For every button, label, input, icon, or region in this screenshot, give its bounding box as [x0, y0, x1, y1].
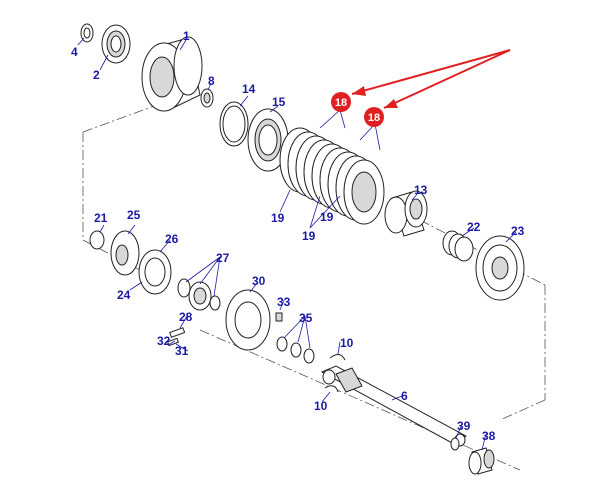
callout-6: 6 — [401, 389, 408, 403]
callout-4: 4 — [71, 45, 78, 59]
callout-25: 25 — [127, 208, 141, 222]
part-4-shape — [80, 23, 94, 43]
callout-24: 24 — [117, 288, 131, 302]
callout-19-a: 19 — [271, 211, 285, 225]
callout-30: 30 — [252, 274, 266, 288]
callout-8: 8 — [208, 74, 215, 88]
callout-32: 32 — [157, 334, 171, 348]
callout-21: 21 — [94, 211, 108, 225]
callout-labels: 1 2 4 8 14 15 13 19 19 19 21 25 26 24 27… — [71, 29, 525, 443]
highlight-badge-18-left: 18 — [331, 92, 351, 112]
part-30-shape — [225, 289, 271, 351]
callout-10-bottom: 10 — [314, 399, 328, 413]
callout-23: 23 — [511, 224, 525, 238]
callout-15: 15 — [272, 95, 286, 109]
part-22-shape — [442, 230, 474, 262]
callout-27: 27 — [216, 251, 230, 265]
callout-26: 26 — [165, 232, 179, 246]
part-24-shape — [138, 249, 172, 295]
part-1-shape — [141, 36, 203, 112]
part-35-shape — [276, 336, 315, 364]
part-14-shape — [219, 101, 249, 147]
highlight-badge-18-right: 18 — [364, 107, 384, 127]
part-21-shape — [89, 230, 105, 250]
callout-19-b: 19 — [302, 229, 316, 243]
highlight-badge-label: 18 — [335, 97, 347, 109]
callout-28: 28 — [179, 310, 193, 324]
highlight-arrows — [351, 49, 511, 109]
part-25-shape — [110, 230, 140, 276]
callout-14: 14 — [242, 82, 256, 96]
part-33-shape — [275, 312, 283, 322]
callout-10-top: 10 — [340, 336, 354, 350]
part-23-shape — [475, 235, 525, 301]
part-10-shape — [324, 354, 346, 393]
callout-2: 2 — [93, 68, 100, 82]
callout-19-c: 19 — [320, 210, 334, 224]
part-2-shape — [101, 24, 131, 64]
part-27-shape — [177, 278, 221, 311]
part-39-shape — [450, 437, 460, 451]
callout-13: 13 — [414, 183, 428, 197]
clutch-disc-pack — [279, 127, 385, 225]
highlight-badge-label: 18 — [368, 112, 380, 124]
callout-33: 33 — [277, 295, 291, 309]
callout-1: 1 — [183, 29, 190, 43]
leader-lines — [77, 37, 517, 451]
part-6-shape — [320, 365, 467, 447]
part-8-shape — [200, 88, 214, 108]
callout-35: 35 — [299, 311, 313, 325]
callout-31: 31 — [175, 344, 189, 358]
part-38-shape — [468, 447, 495, 475]
callout-22: 22 — [467, 220, 481, 234]
part-13-shape — [384, 190, 428, 237]
callout-38: 38 — [482, 429, 496, 443]
callout-39: 39 — [457, 419, 471, 433]
